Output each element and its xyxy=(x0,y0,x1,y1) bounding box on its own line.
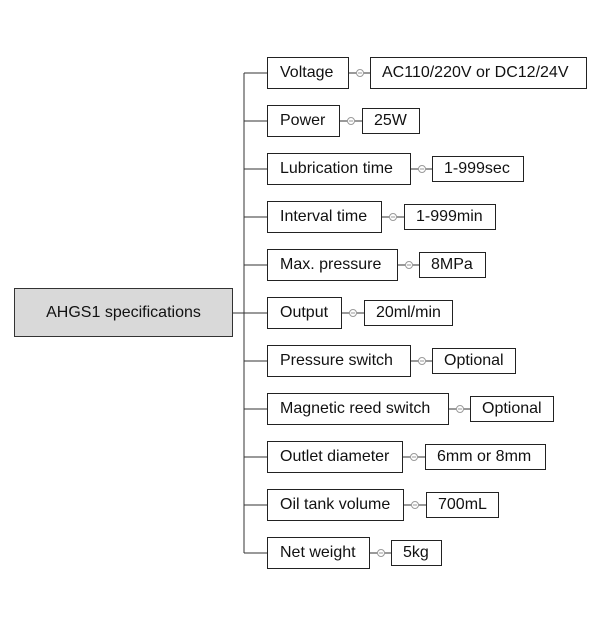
spec-label-outlet-diameter: Outlet diameter xyxy=(267,441,403,473)
spec-value-magnetic-reed-switch: Optional xyxy=(470,396,554,422)
spec-value-oil-tank-volume: 700mL xyxy=(426,492,499,518)
spec-label-max-pressure: Max. pressure xyxy=(267,249,398,281)
spec-label-pressure-switch: Pressure switch xyxy=(267,345,411,377)
spec-label-lubrication-time: Lubrication time xyxy=(267,153,411,185)
spec-value-output: 20ml/min xyxy=(364,300,453,326)
spec-label-power: Power xyxy=(267,105,340,137)
spec-value-max-pressure: 8MPa xyxy=(419,252,486,278)
spec-label-magnetic-reed-switch: Magnetic reed switch xyxy=(267,393,449,425)
root-node: AHGS1 specifications xyxy=(14,288,233,337)
spec-label-voltage: Voltage xyxy=(267,57,349,89)
spec-value-outlet-diameter: 6mm or 8mm xyxy=(425,444,546,470)
spec-value-pressure-switch: Optional xyxy=(432,348,516,374)
spec-value-interval-time: 1-999min xyxy=(404,204,496,230)
spec-value-voltage: AC110/220V or DC12/24V xyxy=(370,57,587,89)
spec-label-interval-time: Interval time xyxy=(267,201,382,233)
spec-value-net-weight: 5kg xyxy=(391,540,442,566)
spec-label-oil-tank-volume: Oil tank volume xyxy=(267,489,404,521)
root-label: AHGS1 specifications xyxy=(46,303,201,321)
spec-value-power: 25W xyxy=(362,108,420,134)
spec-label-output: Output xyxy=(267,297,342,329)
spec-label-net-weight: Net weight xyxy=(267,537,370,569)
spec-value-lubrication-time: 1-999sec xyxy=(432,156,524,182)
